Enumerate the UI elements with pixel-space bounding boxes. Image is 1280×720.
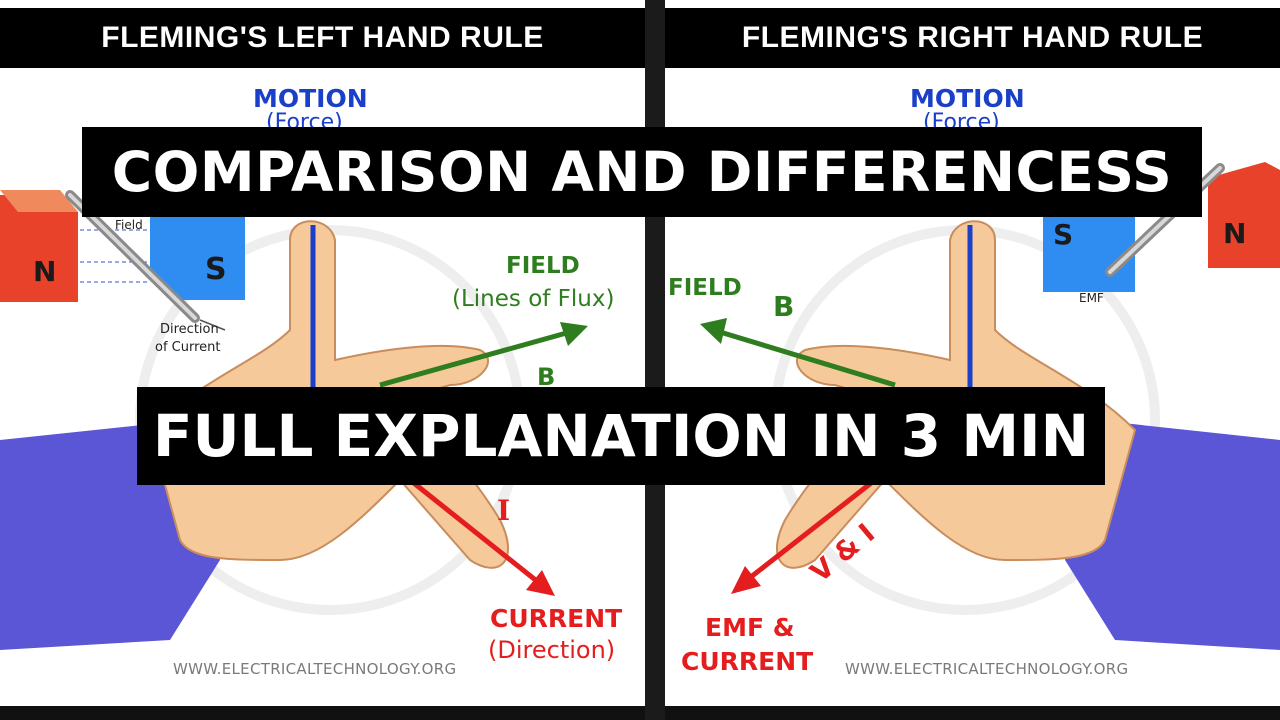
magnet-n-label: N xyxy=(33,255,57,288)
field-label: FIELD xyxy=(668,275,742,301)
inset-direction-label: Direction xyxy=(160,322,219,337)
inset-direction-pointer xyxy=(199,319,226,331)
field-arrow-line xyxy=(379,329,571,388)
field-arrow-head xyxy=(560,322,588,346)
left-panel-header: FLEMING'S LEFT HAND RULE xyxy=(0,8,645,68)
magnet-s-block xyxy=(150,212,245,300)
field-label: FIELD xyxy=(506,253,580,279)
emf-arrow-line xyxy=(745,478,877,582)
left-watermark: WWW.ELECTRICALTECHNOLOGY.ORG xyxy=(173,660,457,678)
inset-of-current-label: of Current xyxy=(155,340,221,355)
emf-label: EMF & xyxy=(705,613,795,642)
b-label: B xyxy=(773,290,795,323)
field-arrow-line xyxy=(719,329,896,388)
current-label: CURRENT xyxy=(490,604,623,633)
left-hand-rule-panel: FLEMING'S LEFT HAND RULE MOTION (Force) … xyxy=(0,0,645,720)
magnet-n-label: N xyxy=(1223,217,1247,250)
i-label: I xyxy=(497,494,511,527)
field-arrow-head xyxy=(700,318,727,344)
left-panel-footer xyxy=(0,706,645,720)
motion-label: MOTION xyxy=(253,84,368,113)
explanation-banner: FULL EXPLANATION IN 3 MIN xyxy=(137,387,1105,485)
field-sub-label: (Lines of Flux) xyxy=(452,286,615,312)
current-arrow-head xyxy=(526,570,555,596)
current-sub-label: (Direction) xyxy=(488,636,616,664)
magnet-n-top xyxy=(0,190,78,212)
right-panel-header: FLEMING'S RIGHT HAND RULE xyxy=(665,8,1280,68)
magnet-s-label: S xyxy=(205,252,227,287)
magnet-s-label: S xyxy=(1053,218,1074,251)
right-panel-footer xyxy=(665,706,1280,720)
emf-arrow-head xyxy=(731,566,761,594)
current-arrow-line xyxy=(408,478,540,584)
comparison-banner: COMPARISON AND DIFFERENCESS xyxy=(82,127,1202,217)
right-watermark: WWW.ELECTRICALTECHNOLOGY.ORG xyxy=(845,660,1129,678)
magnet-n-block xyxy=(0,195,78,302)
right-hand-rule-panel: FLEMING'S RIGHT HAND RULE MOTION (Force)… xyxy=(665,0,1280,720)
current-label: CURRENT xyxy=(681,647,814,676)
inset-emf-label: EMF xyxy=(1079,291,1104,305)
b-label: B xyxy=(537,363,556,391)
inset-field-label: Field xyxy=(115,218,143,232)
motion-label: MOTION xyxy=(910,84,1025,113)
magnet-n-block xyxy=(1208,162,1280,268)
